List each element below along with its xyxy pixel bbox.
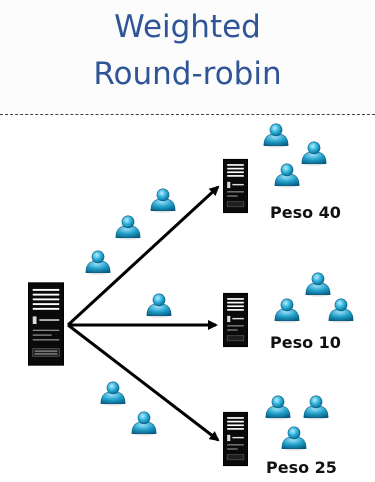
server-3-icon xyxy=(223,411,248,467)
title-area: Weighted Round-robin xyxy=(0,0,375,114)
server-1-weight-label: Peso 40 xyxy=(270,203,341,222)
user-icon xyxy=(150,188,176,213)
server-3-weight-label: Peso 25 xyxy=(266,458,337,477)
user-icon xyxy=(328,298,354,323)
user-icon xyxy=(100,381,126,406)
title-line-1: Weighted xyxy=(114,9,261,45)
user-icon xyxy=(146,293,172,318)
load-balancer-server-icon xyxy=(28,282,64,366)
user-icon xyxy=(281,426,307,451)
user-icon xyxy=(263,123,289,148)
user-icon xyxy=(85,250,111,275)
user-icon xyxy=(301,141,327,166)
arrow-to-server-1 xyxy=(66,185,220,327)
server-1-icon xyxy=(223,158,248,214)
user-icon xyxy=(274,163,300,188)
title-divider xyxy=(0,114,375,115)
user-icon xyxy=(131,411,157,436)
server-2-icon xyxy=(223,292,248,348)
user-icon xyxy=(274,298,300,323)
user-icon xyxy=(115,215,141,240)
server-2-weight-label: Peso 10 xyxy=(270,333,341,352)
user-icon xyxy=(305,272,331,297)
title-line-2: Round-robin xyxy=(93,56,282,92)
user-icon xyxy=(265,395,291,420)
user-icon xyxy=(303,395,329,420)
arrow-to-server-3 xyxy=(67,323,220,442)
